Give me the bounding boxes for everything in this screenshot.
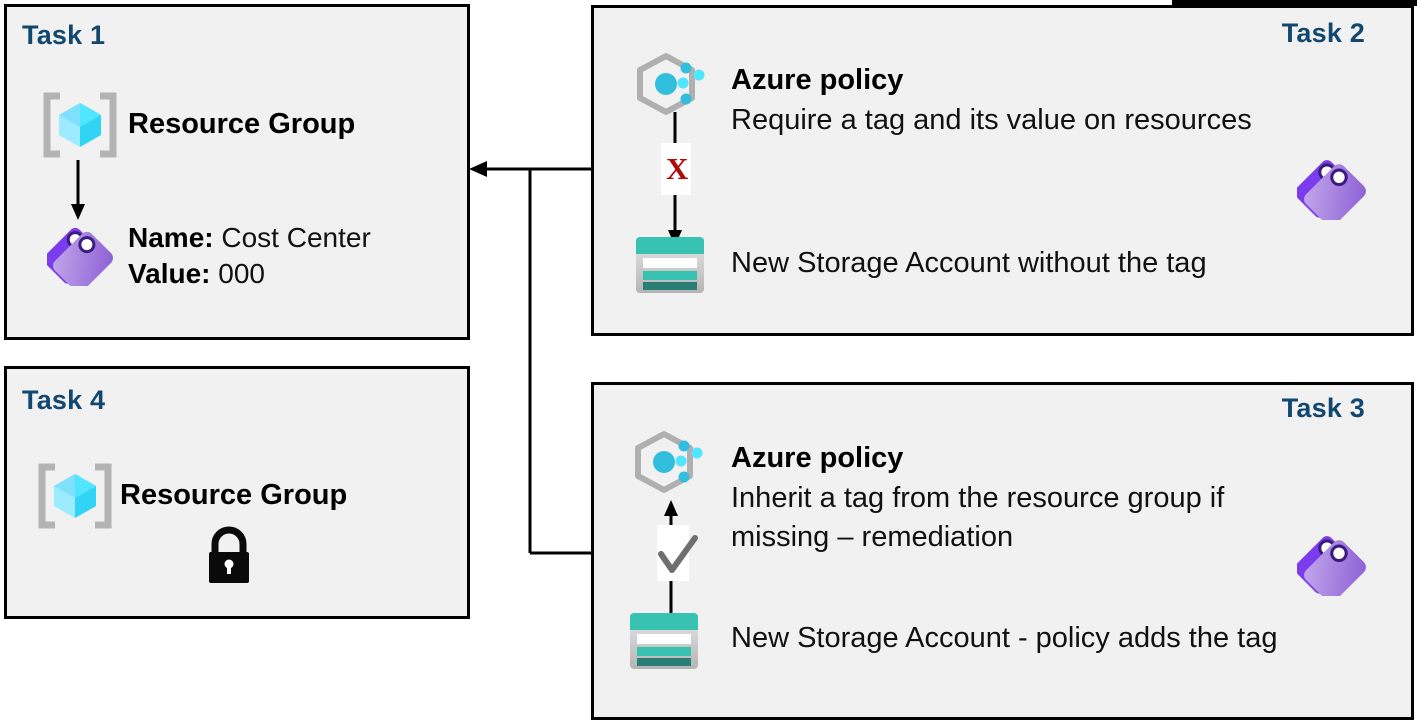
task-2-label: Task 2 [1281, 18, 1365, 48]
x-mark-icon: X [666, 151, 689, 186]
task-4-label: Task 4 [22, 385, 106, 415]
task-1-tag-value-value: 000 [218, 258, 265, 289]
task-2-policy-description: Require a tag and its value on resources [731, 104, 1252, 136]
task-1-tag-name-key: Name: [128, 222, 214, 253]
task-3-box [591, 382, 1414, 720]
task-1-tag-name-line: Name: Cost Center [128, 222, 371, 254]
x-mark-plate [661, 143, 691, 195]
storage-account-icon [634, 235, 706, 295]
task-3-policy-description-line2: missing – remediation [731, 521, 1014, 553]
tag-icon [1297, 528, 1373, 596]
lock-icon [203, 524, 255, 586]
task-4-resource-group-label: Resource Group [120, 479, 348, 511]
azure-policy-icon [636, 52, 710, 118]
arrow-head-left [469, 161, 487, 177]
task-1-resource-group-label: Resource Group [128, 108, 356, 140]
azure-policy-icon [634, 430, 708, 496]
task-1-tag-value-line: Value: 000 [128, 258, 265, 290]
task-2-policy-title: Azure policy [731, 64, 904, 96]
tag-icon [1297, 152, 1373, 220]
task-1-label: Task 1 [22, 20, 106, 50]
task-2-box [591, 5, 1414, 336]
task-1-tag-name-value: Cost Center [221, 222, 371, 253]
task-3-storage-label: New Storage Account - policy adds the ta… [731, 622, 1278, 654]
tag-icon [47, 220, 119, 286]
top-black-bar [1172, 0, 1417, 6]
task-3-policy-title: Azure policy [731, 442, 904, 474]
task-1-tag-value-key: Value: [128, 258, 211, 289]
down-arrow-icon [71, 160, 85, 220]
task-3-policy-description-line1: Inherit a tag from the resource group if [731, 482, 1225, 514]
task-2-storage-label: New Storage Account without the tag [731, 247, 1207, 279]
check-mark-icon [658, 535, 698, 573]
storage-account-icon [628, 611, 700, 671]
resource-group-icon [43, 92, 117, 158]
resource-group-icon [38, 463, 112, 529]
task-3-label: Task 3 [1281, 393, 1365, 423]
